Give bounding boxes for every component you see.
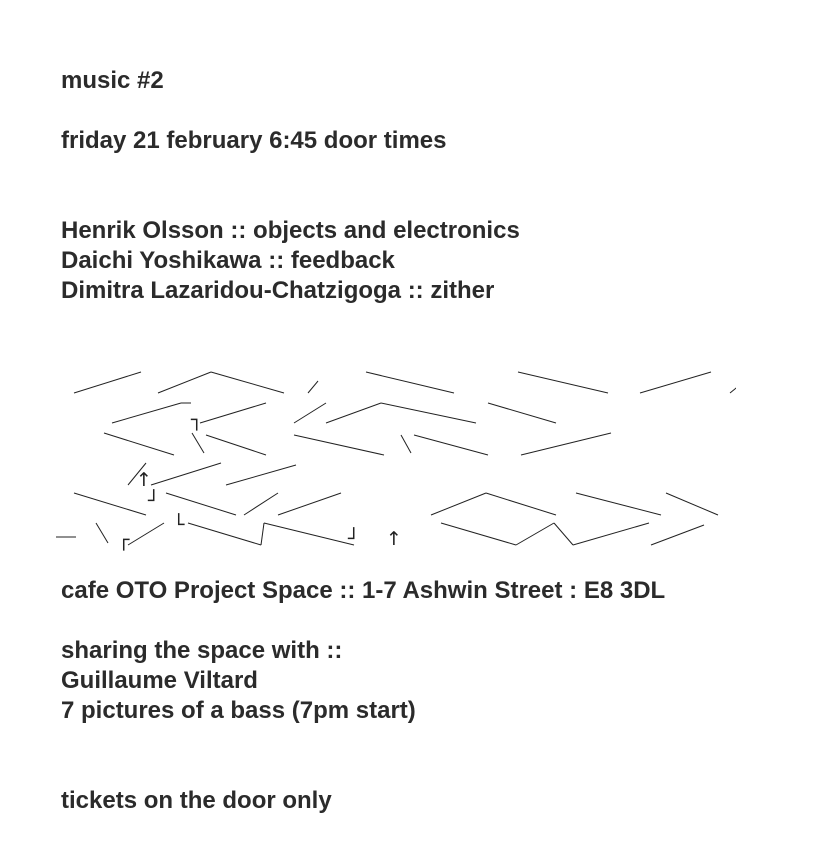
sharing-artist: Guillaume Viltard (61, 667, 258, 694)
art-corner-top-left: ┌ (118, 529, 130, 551)
event-title: music #2 (61, 67, 164, 94)
art-corner-bottom-left: └ (173, 512, 185, 536)
art-corner-bottom-right-1: ┘ (147, 488, 159, 512)
tickets-note: tickets on the door only (61, 787, 332, 814)
art-corner-bottom-right-2: ┘ (347, 526, 359, 550)
performer-dimitra-lazaridou-chatzigoga: Dimitra Lazaridou-Chatzigoga :: zither (61, 277, 495, 304)
line-art-glyphs: ↑ ↑ ┌ ┐ └ ┘ ┘ (118, 409, 402, 551)
performer-henrik-olsson: Henrik Olsson :: objects and electronics (61, 217, 520, 244)
art-arrow-up-2: ↑ (386, 528, 402, 550)
performer-daichi-yoshikawa: Daichi Yoshikawa :: feedback (61, 247, 395, 274)
event-date: friday 21 february 6:45 door times (61, 127, 447, 154)
ascii-line-art: ↑ ↑ ┌ ┐ └ ┘ ┘ (56, 365, 736, 555)
sharing-work: 7 pictures of a bass (7pm start) (61, 697, 416, 724)
art-corner-top-right: ┐ (190, 409, 202, 431)
sharing-intro: sharing the space with :: (61, 637, 343, 664)
line-art-strokes (56, 371, 736, 546)
art-arrow-up-1: ↑ (136, 469, 152, 491)
line-art-graphic: ↑ ↑ ┌ ┐ └ ┘ ┘ (56, 371, 736, 551)
venue-address: cafe OTO Project Space :: 1-7 Ashwin Str… (61, 577, 666, 604)
